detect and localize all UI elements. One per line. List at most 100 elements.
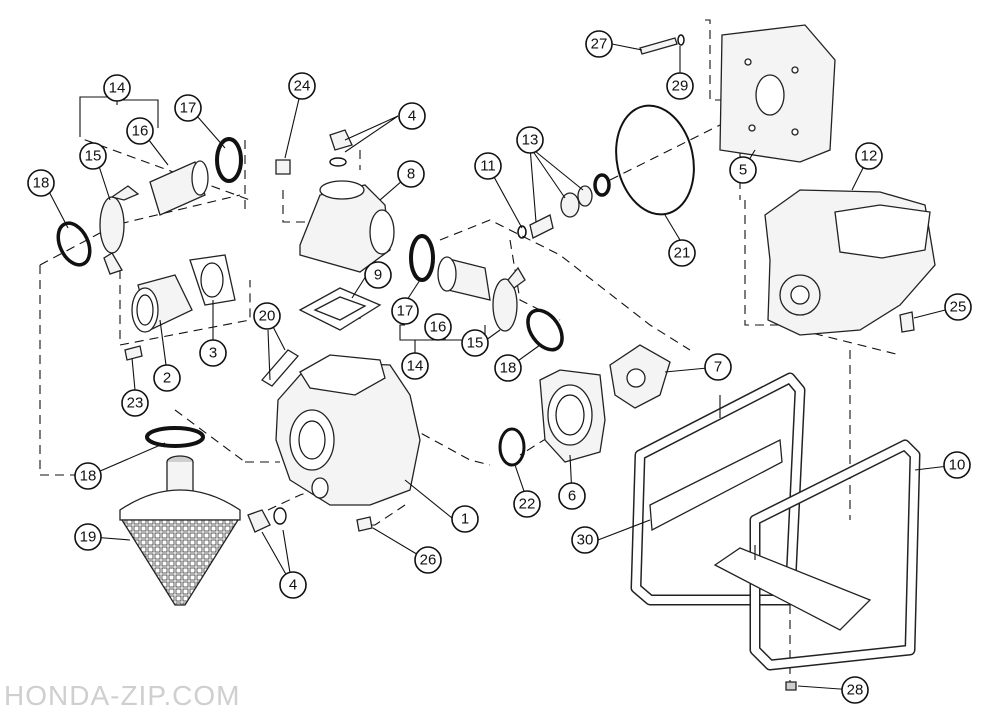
screen-part (261, 349, 299, 387)
callout-22[interactable]: 22 (513, 490, 541, 518)
svg-text:10: 10 (949, 457, 966, 474)
callout-3[interactable]: 3 (199, 339, 227, 367)
callout-12[interactable]: 12 (855, 142, 883, 170)
o-ring-part (615, 104, 695, 216)
frame-part (630, 372, 921, 671)
bolt-part (124, 345, 143, 361)
hose-joint-part (149, 161, 206, 216)
callout-19[interactable]: 19 (74, 523, 102, 551)
svg-text:25: 25 (950, 299, 967, 316)
callout-9[interactable]: 9 (364, 261, 392, 289)
mechanical-seal-part (529, 214, 554, 239)
svg-text:6: 6 (568, 488, 576, 505)
cap-part (329, 129, 353, 151)
svg-text:18: 18 (80, 468, 97, 485)
callout-13[interactable]: 13 (516, 126, 544, 154)
nut-part (785, 681, 797, 691)
callout-17-left[interactable]: 17 (174, 94, 202, 122)
svg-text:14: 14 (407, 358, 424, 375)
svg-text:15: 15 (467, 335, 484, 352)
callout-11[interactable]: 11 (474, 152, 502, 180)
svg-text:27: 27 (591, 36, 608, 53)
svg-text:5: 5 (739, 162, 747, 179)
callout-17-right[interactable]: 17 (391, 297, 419, 325)
svg-text:16: 16 (132, 123, 149, 140)
svg-text:13: 13 (522, 132, 539, 149)
callout-16-left[interactable]: 16 (126, 117, 154, 145)
svg-text:8: 8 (407, 166, 415, 183)
svg-text:2: 2 (163, 370, 171, 387)
callout-18-bottom[interactable]: 18 (74, 462, 102, 490)
bolt-part-2 (356, 516, 373, 532)
svg-text:17: 17 (180, 100, 197, 117)
svg-text:12: 12 (861, 148, 878, 165)
seal-ring-part (517, 225, 527, 239)
callout-4-top[interactable]: 4 (398, 102, 426, 130)
callout-15-left[interactable]: 15 (79, 142, 107, 170)
svg-text:17: 17 (397, 303, 414, 320)
callout-7[interactable]: 7 (704, 353, 732, 381)
svg-text:9: 9 (374, 267, 382, 284)
svg-text:23: 23 (127, 395, 144, 412)
svg-text:7: 7 (714, 359, 722, 376)
callout-30[interactable]: 30 (571, 526, 599, 554)
callout-4-bottom[interactable]: 4 (279, 571, 307, 599)
callout-21[interactable]: 21 (668, 239, 696, 267)
svg-text:26: 26 (420, 552, 437, 569)
svg-text:16: 16 (430, 319, 447, 336)
hose-clamp-part-2 (526, 308, 564, 352)
svg-text:22: 22 (519, 496, 536, 513)
svg-text:19: 19 (80, 529, 97, 546)
callout-18-left[interactable]: 18 (27, 169, 55, 197)
callout-20[interactable]: 20 (253, 302, 281, 330)
svg-text:3: 3 (209, 345, 217, 362)
callout-18-right[interactable]: 18 (494, 354, 522, 382)
svg-text:14: 14 (109, 80, 126, 97)
callout-23[interactable]: 23 (121, 389, 149, 417)
callout-24[interactable]: 24 (288, 72, 316, 100)
svg-text:21: 21 (674, 245, 691, 262)
watermark-text: HONDA-ZIP.COM (4, 680, 241, 711)
callout-28[interactable]: 28 (841, 676, 869, 704)
callout-6[interactable]: 6 (558, 482, 586, 510)
callout-2[interactable]: 2 (153, 364, 181, 392)
cap-part-2 (247, 509, 271, 533)
svg-text:20: 20 (259, 308, 276, 325)
parts (56, 24, 936, 691)
callout-10[interactable]: 10 (943, 451, 971, 479)
callout-14-top[interactable]: 14 (103, 74, 131, 102)
packing-part (215, 137, 243, 183)
svg-text:24: 24 (294, 78, 311, 95)
callout-8[interactable]: 8 (397, 160, 425, 188)
coupling-nut-part (99, 196, 125, 254)
svg-text:30: 30 (577, 532, 594, 549)
o-ring-part-2 (498, 427, 526, 467)
callout-5[interactable]: 5 (729, 156, 757, 184)
svg-text:1: 1 (461, 511, 469, 528)
coupling-nut-part-2 (492, 278, 518, 332)
svg-text:4: 4 (408, 108, 416, 125)
svg-text:18: 18 (500, 360, 517, 377)
svg-text:29: 29 (672, 78, 689, 95)
callout-1[interactable]: 1 (451, 505, 479, 533)
bolt-part-4 (899, 311, 915, 333)
gasket-part (189, 254, 236, 306)
packing-part-2 (409, 234, 435, 282)
svg-text:11: 11 (480, 158, 496, 175)
callout-16-right[interactable]: 16 (424, 313, 452, 341)
svg-text:4: 4 (289, 577, 297, 594)
callout-14-bottom[interactable]: 14 (401, 352, 429, 380)
drain-plug-part (275, 159, 291, 175)
callout-29[interactable]: 29 (666, 72, 694, 100)
bolt-part-3 (639, 37, 678, 55)
callout-25[interactable]: 25 (944, 293, 972, 321)
callout-15-right[interactable]: 15 (461, 329, 489, 357)
strainer-part (119, 489, 241, 521)
svg-text:15: 15 (85, 148, 102, 165)
callout-27[interactable]: 27 (585, 30, 613, 58)
hose-clamp-part-3 (145, 426, 205, 448)
callout-26[interactable]: 26 (414, 546, 442, 574)
hose-clamp-part (56, 221, 92, 267)
